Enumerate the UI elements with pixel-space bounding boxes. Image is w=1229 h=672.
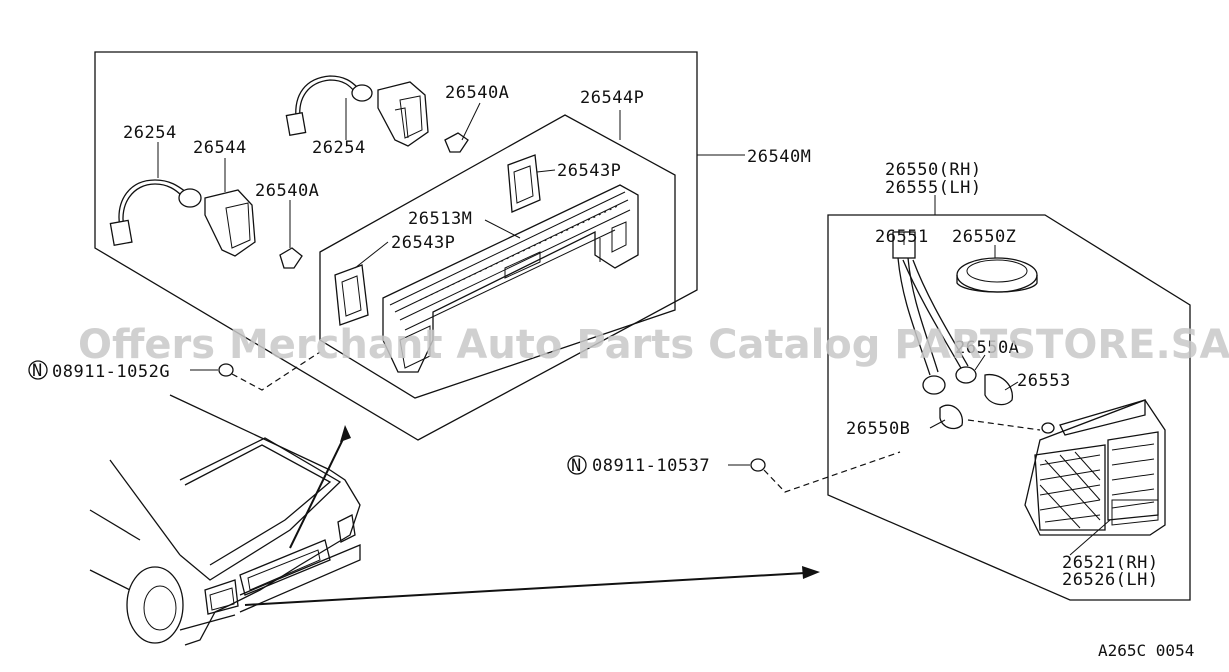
leader-26540A-top xyxy=(461,102,481,141)
gasket-top xyxy=(507,154,541,213)
leader-26550B xyxy=(929,419,946,429)
label-26551: 26551 xyxy=(875,227,929,247)
lamp-harness xyxy=(892,231,1013,430)
label-26555LH: 26555(LH) xyxy=(885,178,982,198)
leader-26543P-left xyxy=(354,241,389,269)
label-26550RH: 26550(RH) xyxy=(885,160,982,180)
nut-symbol-right-icon xyxy=(567,455,587,475)
assembly-box-right xyxy=(827,214,1191,601)
dash-leader-lamp xyxy=(967,419,1041,431)
label-26521RH: 26521(RH) xyxy=(1062,553,1159,573)
label-26544P: 26544P xyxy=(580,88,644,108)
label-08911-10537: 08911-10537 xyxy=(592,456,710,476)
label-26550Z: 26550Z xyxy=(952,227,1016,247)
dash-leader-right xyxy=(763,451,901,493)
label-26544: 26544 xyxy=(193,138,247,158)
label-08911-1052G: 08911-1052G xyxy=(52,362,170,382)
label-26550B: 26550B xyxy=(846,419,910,439)
label-26540M: 26540M xyxy=(747,147,811,167)
car-outline xyxy=(89,394,361,646)
socket-harness-left xyxy=(109,179,303,269)
nut-symbol-left-icon xyxy=(28,360,48,380)
socket-harness-top xyxy=(285,75,469,153)
grommet xyxy=(956,257,1038,293)
gasket-left xyxy=(334,264,369,326)
leader-26521 xyxy=(1069,519,1111,556)
label-26543P-top: 26543P xyxy=(557,161,621,181)
label-26254-left: 26254 xyxy=(123,123,177,143)
label-26540A-top: 26540A xyxy=(445,83,509,103)
nut-symbol-left: N xyxy=(32,361,43,381)
leader-26543P-top xyxy=(536,169,556,173)
watermark: Offers Merchant Auto Parts Catalog PARTS… xyxy=(78,322,1229,368)
nut-left-icon xyxy=(218,363,234,377)
label-26526LH: 26526(LH) xyxy=(1062,570,1159,590)
label-26513M: 26513M xyxy=(408,209,472,229)
garnish-frame xyxy=(319,114,676,399)
arrow-to-garnish xyxy=(289,425,351,549)
dash-leader-left xyxy=(231,351,321,391)
leader-26513M xyxy=(484,219,521,239)
reference-code: A265C 0054 xyxy=(1098,641,1194,660)
label-26540A-mid: 26540A xyxy=(255,181,319,201)
leader-26550A xyxy=(974,354,986,371)
label-26553: 26553 xyxy=(1017,371,1071,391)
assembly-box-left xyxy=(94,51,698,441)
leader-26553 xyxy=(1004,381,1019,391)
label-26254-top: 26254 xyxy=(312,138,366,158)
arrow-to-taillamp xyxy=(244,566,820,606)
label-26543P-left: 26543P xyxy=(391,233,455,253)
license-garnish xyxy=(382,184,639,373)
label-26550A: 26550A xyxy=(955,338,1019,358)
nut-symbol-right: N xyxy=(571,456,582,476)
tail-lamp xyxy=(1024,399,1166,536)
nut-right-icon xyxy=(750,458,766,472)
